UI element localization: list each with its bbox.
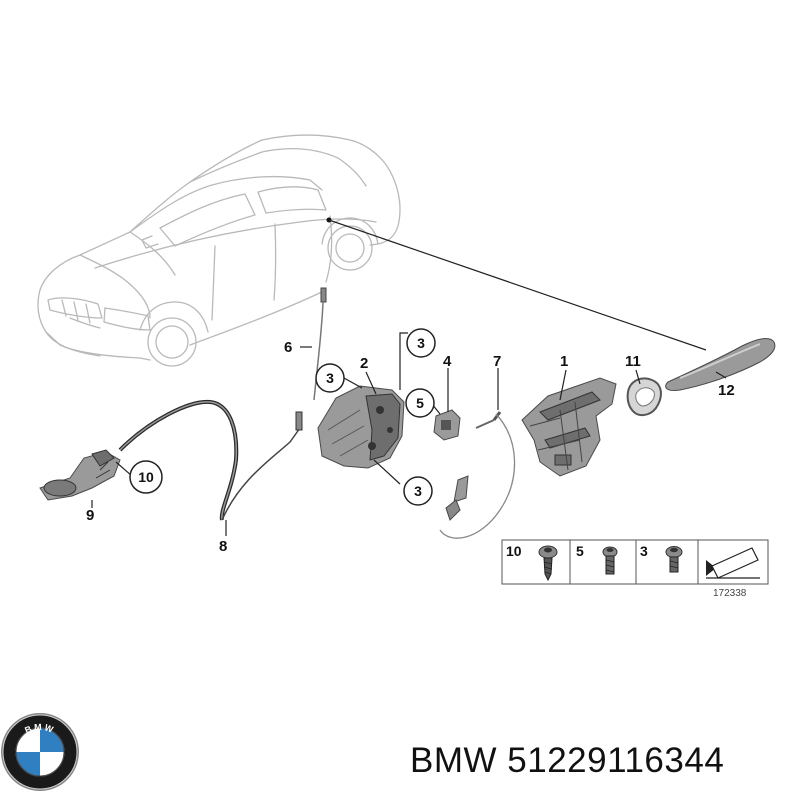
callout-9: 9 (86, 507, 94, 524)
circled-callout-5: 5 (405, 388, 435, 418)
screw-icon (665, 546, 683, 573)
callout-6: 6 (284, 339, 292, 356)
callout-1: 1 (560, 353, 568, 370)
arrow-icon (706, 547, 760, 579)
fastener-table: 10 5 3 (501, 539, 769, 585)
outer-door-handle-part-12 (665, 338, 776, 391)
callout-11: 11 (625, 353, 641, 370)
diagram-code: 172338 (713, 588, 747, 599)
circled-callout-3-bottom: 3 (403, 476, 433, 506)
svg-text:3: 3 (414, 483, 422, 499)
door-lock-part-2 (317, 385, 405, 469)
callout-leaders (91, 332, 727, 536)
svg-text:3: 3 (417, 335, 425, 351)
screw-icon (602, 546, 618, 575)
screw-icon (538, 545, 558, 582)
handle-gasket-part-11 (626, 377, 662, 416)
inner-cable-part-8 (118, 399, 303, 521)
svg-text:BMW: BMW (23, 722, 56, 736)
rod-part-6 (313, 287, 327, 401)
fastener-label-5: 5 (576, 543, 584, 559)
callout-2: 2 (360, 355, 368, 372)
part-number-caption: BMW 51229116344 (410, 741, 725, 780)
circled-callout-3-left: 3 (315, 363, 345, 393)
bmw-logo: BMW (1, 713, 79, 791)
handle-carrier-part-1 (521, 377, 617, 477)
door-leader-line (326, 217, 707, 351)
svg-text:3: 3 (326, 370, 334, 386)
svg-text:5: 5 (416, 395, 424, 411)
callout-4: 4 (443, 353, 452, 370)
circled-callout-3-top: 3 (406, 328, 436, 358)
svg-text:10: 10 (138, 469, 154, 485)
callout-8: 8 (219, 538, 227, 555)
bowden-cable-part-7 (439, 411, 516, 539)
fastener-label-3: 3 (640, 543, 648, 559)
bracket-part-4 (433, 409, 461, 441)
callout-7: 7 (493, 353, 501, 370)
inner-handle-part-9 (39, 449, 121, 501)
fastener-label-10: 10 (506, 543, 522, 559)
circled-callout-10: 10 (129, 460, 163, 494)
car-outline (37, 134, 401, 367)
callout-12: 12 (718, 382, 735, 399)
